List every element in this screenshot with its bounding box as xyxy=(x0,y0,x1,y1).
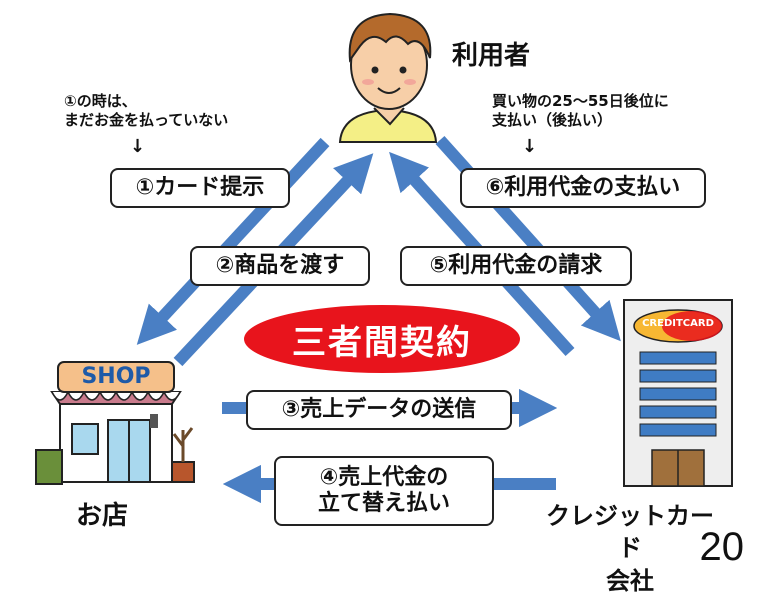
arrow-card-present xyxy=(136,137,330,345)
step-bill-usage: ⑤利用代金の請求 xyxy=(400,246,632,286)
three-party-contract-diagram: SHOP CREDITCARD 利用者 お店 クレジットカード 会社 ①の時は、… xyxy=(35,12,745,595)
step-hand-goods: ②商品を渡す xyxy=(190,246,370,286)
card-logo: CREDITCARD xyxy=(642,318,714,329)
shop-label: お店 xyxy=(76,501,129,531)
note-right: 買い物の25～55日後位に 支払い（後払い） xyxy=(492,92,669,129)
note-right-arrow: ↓ xyxy=(522,136,538,157)
credit-card-company-icon xyxy=(623,299,733,487)
note-left-arrow: ↓ xyxy=(130,136,146,157)
user-icon xyxy=(338,12,438,143)
diagram-graphics xyxy=(35,12,733,504)
step-send-sales-data: ③売上データの送信 xyxy=(246,390,512,430)
shop-icon xyxy=(35,361,195,485)
page-number: 20 xyxy=(699,525,745,569)
step-pay-usage: ⑥利用代金の支払い xyxy=(460,168,706,208)
note-left: ①の時は、 まだお金を払っていない xyxy=(64,92,229,129)
step-card-present: ①カード提示 xyxy=(110,168,290,208)
user-label: 利用者 xyxy=(452,41,531,71)
step-advance-payment: ④売上代金の 立て替え払い xyxy=(274,456,494,526)
card-company-label: クレジットカード 会社 xyxy=(546,502,714,595)
three-party-contract-label: 三者間契約 xyxy=(244,305,520,373)
shop-sign: SHOP xyxy=(81,364,151,389)
